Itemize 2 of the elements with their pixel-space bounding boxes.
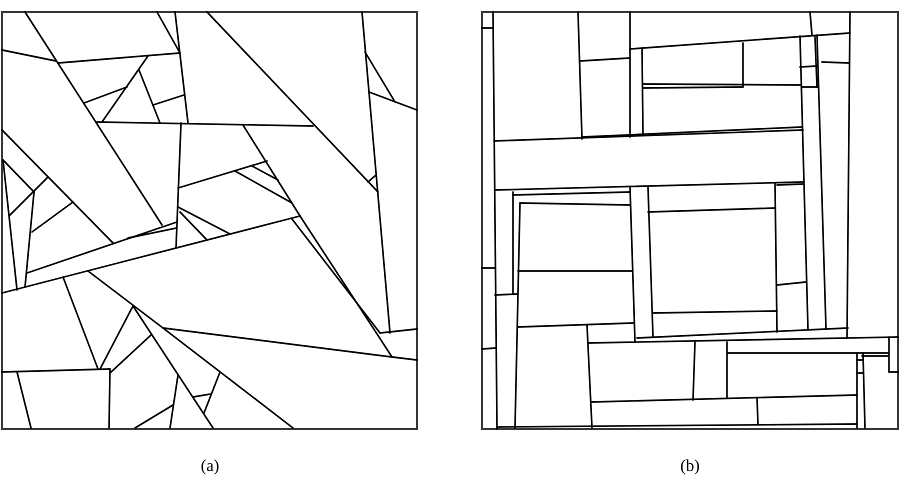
panel-label: (b) [681,459,699,475]
panel-label: (a) [202,459,219,475]
